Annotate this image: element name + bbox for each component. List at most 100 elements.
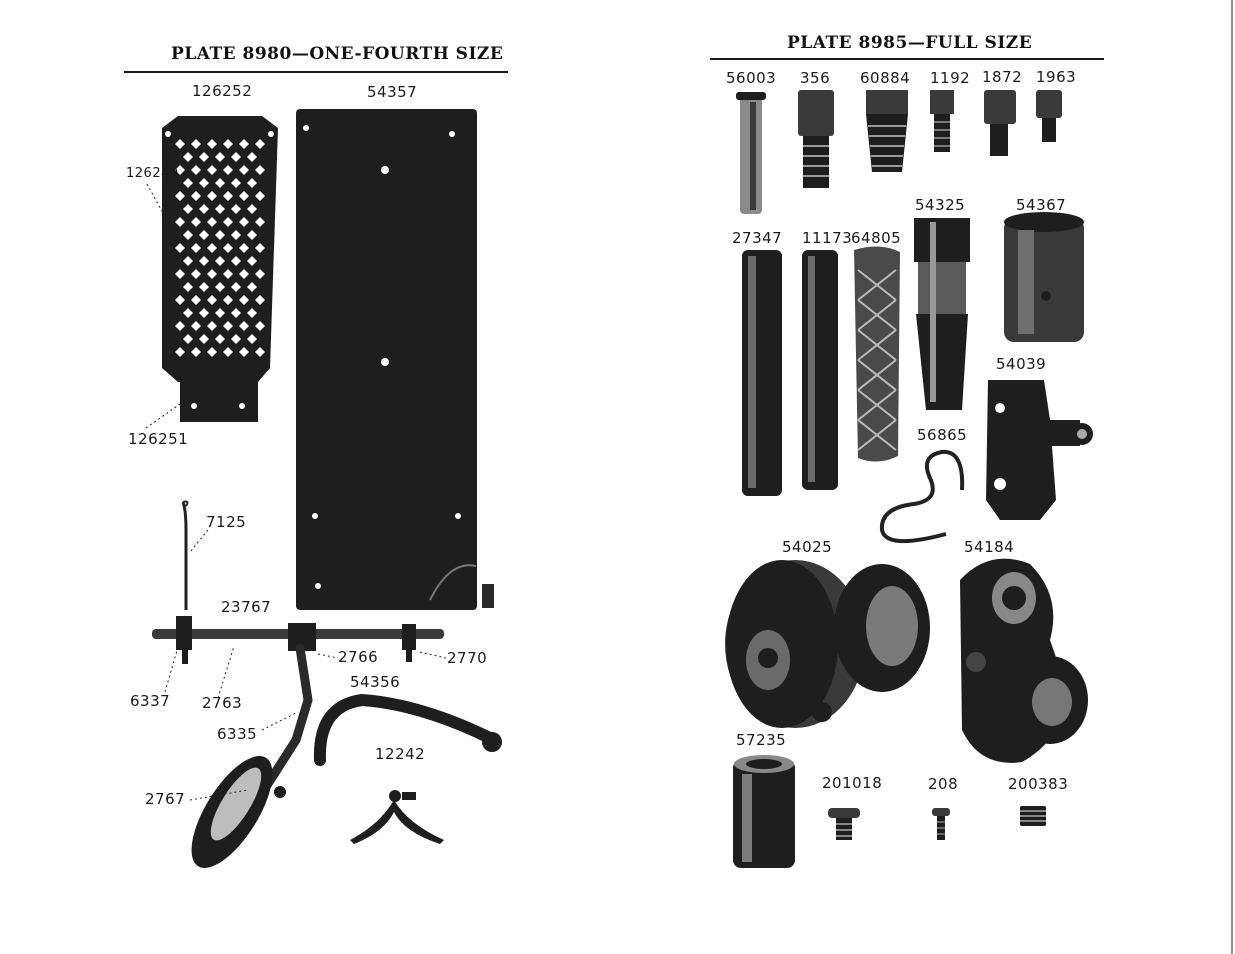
lattice-hole: [223, 243, 233, 253]
lattice-hole: [191, 191, 201, 201]
lattice-hole: [207, 165, 217, 175]
pedal-arm-illustration: [191, 643, 313, 868]
lattice-hole: [215, 152, 225, 162]
lattice-hole: [199, 334, 209, 344]
lattice-hole: [231, 178, 241, 188]
wick-illustration: [854, 246, 900, 462]
part-label-200383: 200383: [1008, 775, 1069, 793]
lattice-hole: [199, 230, 209, 240]
lattice-hole: [207, 139, 217, 149]
lattice-hole: [255, 295, 265, 305]
part-label-208: 208: [928, 775, 959, 793]
lattice-hole: [207, 243, 217, 253]
part-label-56865: 56865: [917, 426, 968, 444]
lattice-hole: [215, 308, 225, 318]
curved-lever-illustration: [313, 693, 502, 766]
lattice-hole: [191, 243, 201, 253]
lattice-hole: [247, 282, 257, 292]
lattice-hole: [191, 295, 201, 305]
lattice-hole: [231, 308, 241, 318]
lattice-hole: [207, 295, 217, 305]
lattice-hole: [207, 217, 217, 227]
lattice-hole: [215, 178, 225, 188]
rod-illustration: [152, 616, 444, 664]
lattice-hole: [239, 321, 249, 331]
part-label-7125: 7125: [206, 513, 247, 531]
lattice-hole: [247, 152, 257, 162]
sleeve-illustration: [1004, 212, 1084, 342]
lattice-hole: [223, 165, 233, 175]
part-label-27347: 27347: [732, 229, 783, 247]
lattice-hole: [255, 191, 265, 201]
part-label-126249: 126249: [126, 166, 179, 181]
rods-illustration: [742, 250, 838, 496]
part-label-54025: 54025: [782, 538, 833, 556]
lattice-hole: [199, 178, 209, 188]
lattice-hole: [239, 191, 249, 201]
part-label-2767: 2767: [145, 790, 186, 808]
lattice-hole: [223, 217, 233, 227]
left-plate-title: PLATE 8980—ONE-FOURTH SIZE: [171, 44, 504, 64]
lattice-hole: [175, 347, 185, 357]
lattice-hole: [239, 269, 249, 279]
lattice-hole: [247, 178, 257, 188]
lattice-hole: [215, 230, 225, 240]
lattice-hole: [183, 204, 193, 214]
part-label-201018: 201018: [822, 774, 883, 792]
clamp-illustration: [960, 558, 1088, 763]
lattice-hole: [183, 152, 193, 162]
part-label-1872: 1872: [982, 68, 1023, 86]
collar-illustration: [733, 755, 795, 868]
lattice-hole: [199, 282, 209, 292]
lattice-hole: [207, 191, 217, 201]
lattice-hole: [255, 243, 265, 253]
lattice-hole: [183, 308, 193, 318]
lattice-hole: [199, 152, 209, 162]
part-label-126252: 126252: [192, 82, 253, 100]
lattice-hole: [239, 165, 249, 175]
part-label-2766: 2766: [338, 648, 379, 666]
lattice-hole: [175, 217, 185, 227]
lattice-hole: [175, 295, 185, 305]
lattice-hole: [255, 165, 265, 175]
lattice-hole: [191, 347, 201, 357]
lattice-hole: [215, 204, 225, 214]
guide-block-illustration: [986, 380, 1093, 520]
part-label-1963: 1963: [1036, 68, 1077, 86]
s-hook-illustration: [879, 449, 965, 544]
part-label-54325: 54325: [915, 196, 966, 214]
lattice-hole: [183, 334, 193, 344]
lattice-hole: [231, 204, 241, 214]
lattice-hole: [247, 204, 257, 214]
lattice-hole: [231, 230, 241, 240]
part-label-54039: 54039: [996, 355, 1047, 373]
lattice-hole: [199, 204, 209, 214]
lattice-hole: [191, 139, 201, 149]
part-label-54356: 54356: [350, 673, 401, 691]
lattice-hole: [239, 295, 249, 305]
part-label-12242: 12242: [375, 745, 426, 763]
lattice-hole: [207, 269, 217, 279]
lattice-hole: [191, 321, 201, 331]
part-label-64805: 64805: [851, 229, 902, 247]
lattice-hole: [255, 139, 265, 149]
lattice-hole: [223, 139, 233, 149]
wheel-illustration: [725, 560, 930, 728]
part-label-2770: 2770: [447, 649, 488, 667]
tapered-bushing-illustration: [914, 218, 970, 410]
left-title-rule: [124, 71, 508, 73]
lattice-hole: [183, 282, 193, 292]
lattice-hole: [191, 217, 201, 227]
lattice-hole: [199, 256, 209, 266]
bracket-illustration: [350, 790, 444, 844]
part-label-54184: 54184: [964, 538, 1015, 556]
lattice-hole: [255, 269, 265, 279]
lattice-hole: [255, 217, 265, 227]
part-label-54357: 54357: [367, 83, 418, 101]
part-label-56003: 56003: [726, 69, 777, 87]
part-label-1192: 1192: [930, 69, 971, 87]
part-label-54367: 54367: [1016, 196, 1067, 214]
lattice-hole: [191, 269, 201, 279]
lattice-hole: [215, 334, 225, 344]
